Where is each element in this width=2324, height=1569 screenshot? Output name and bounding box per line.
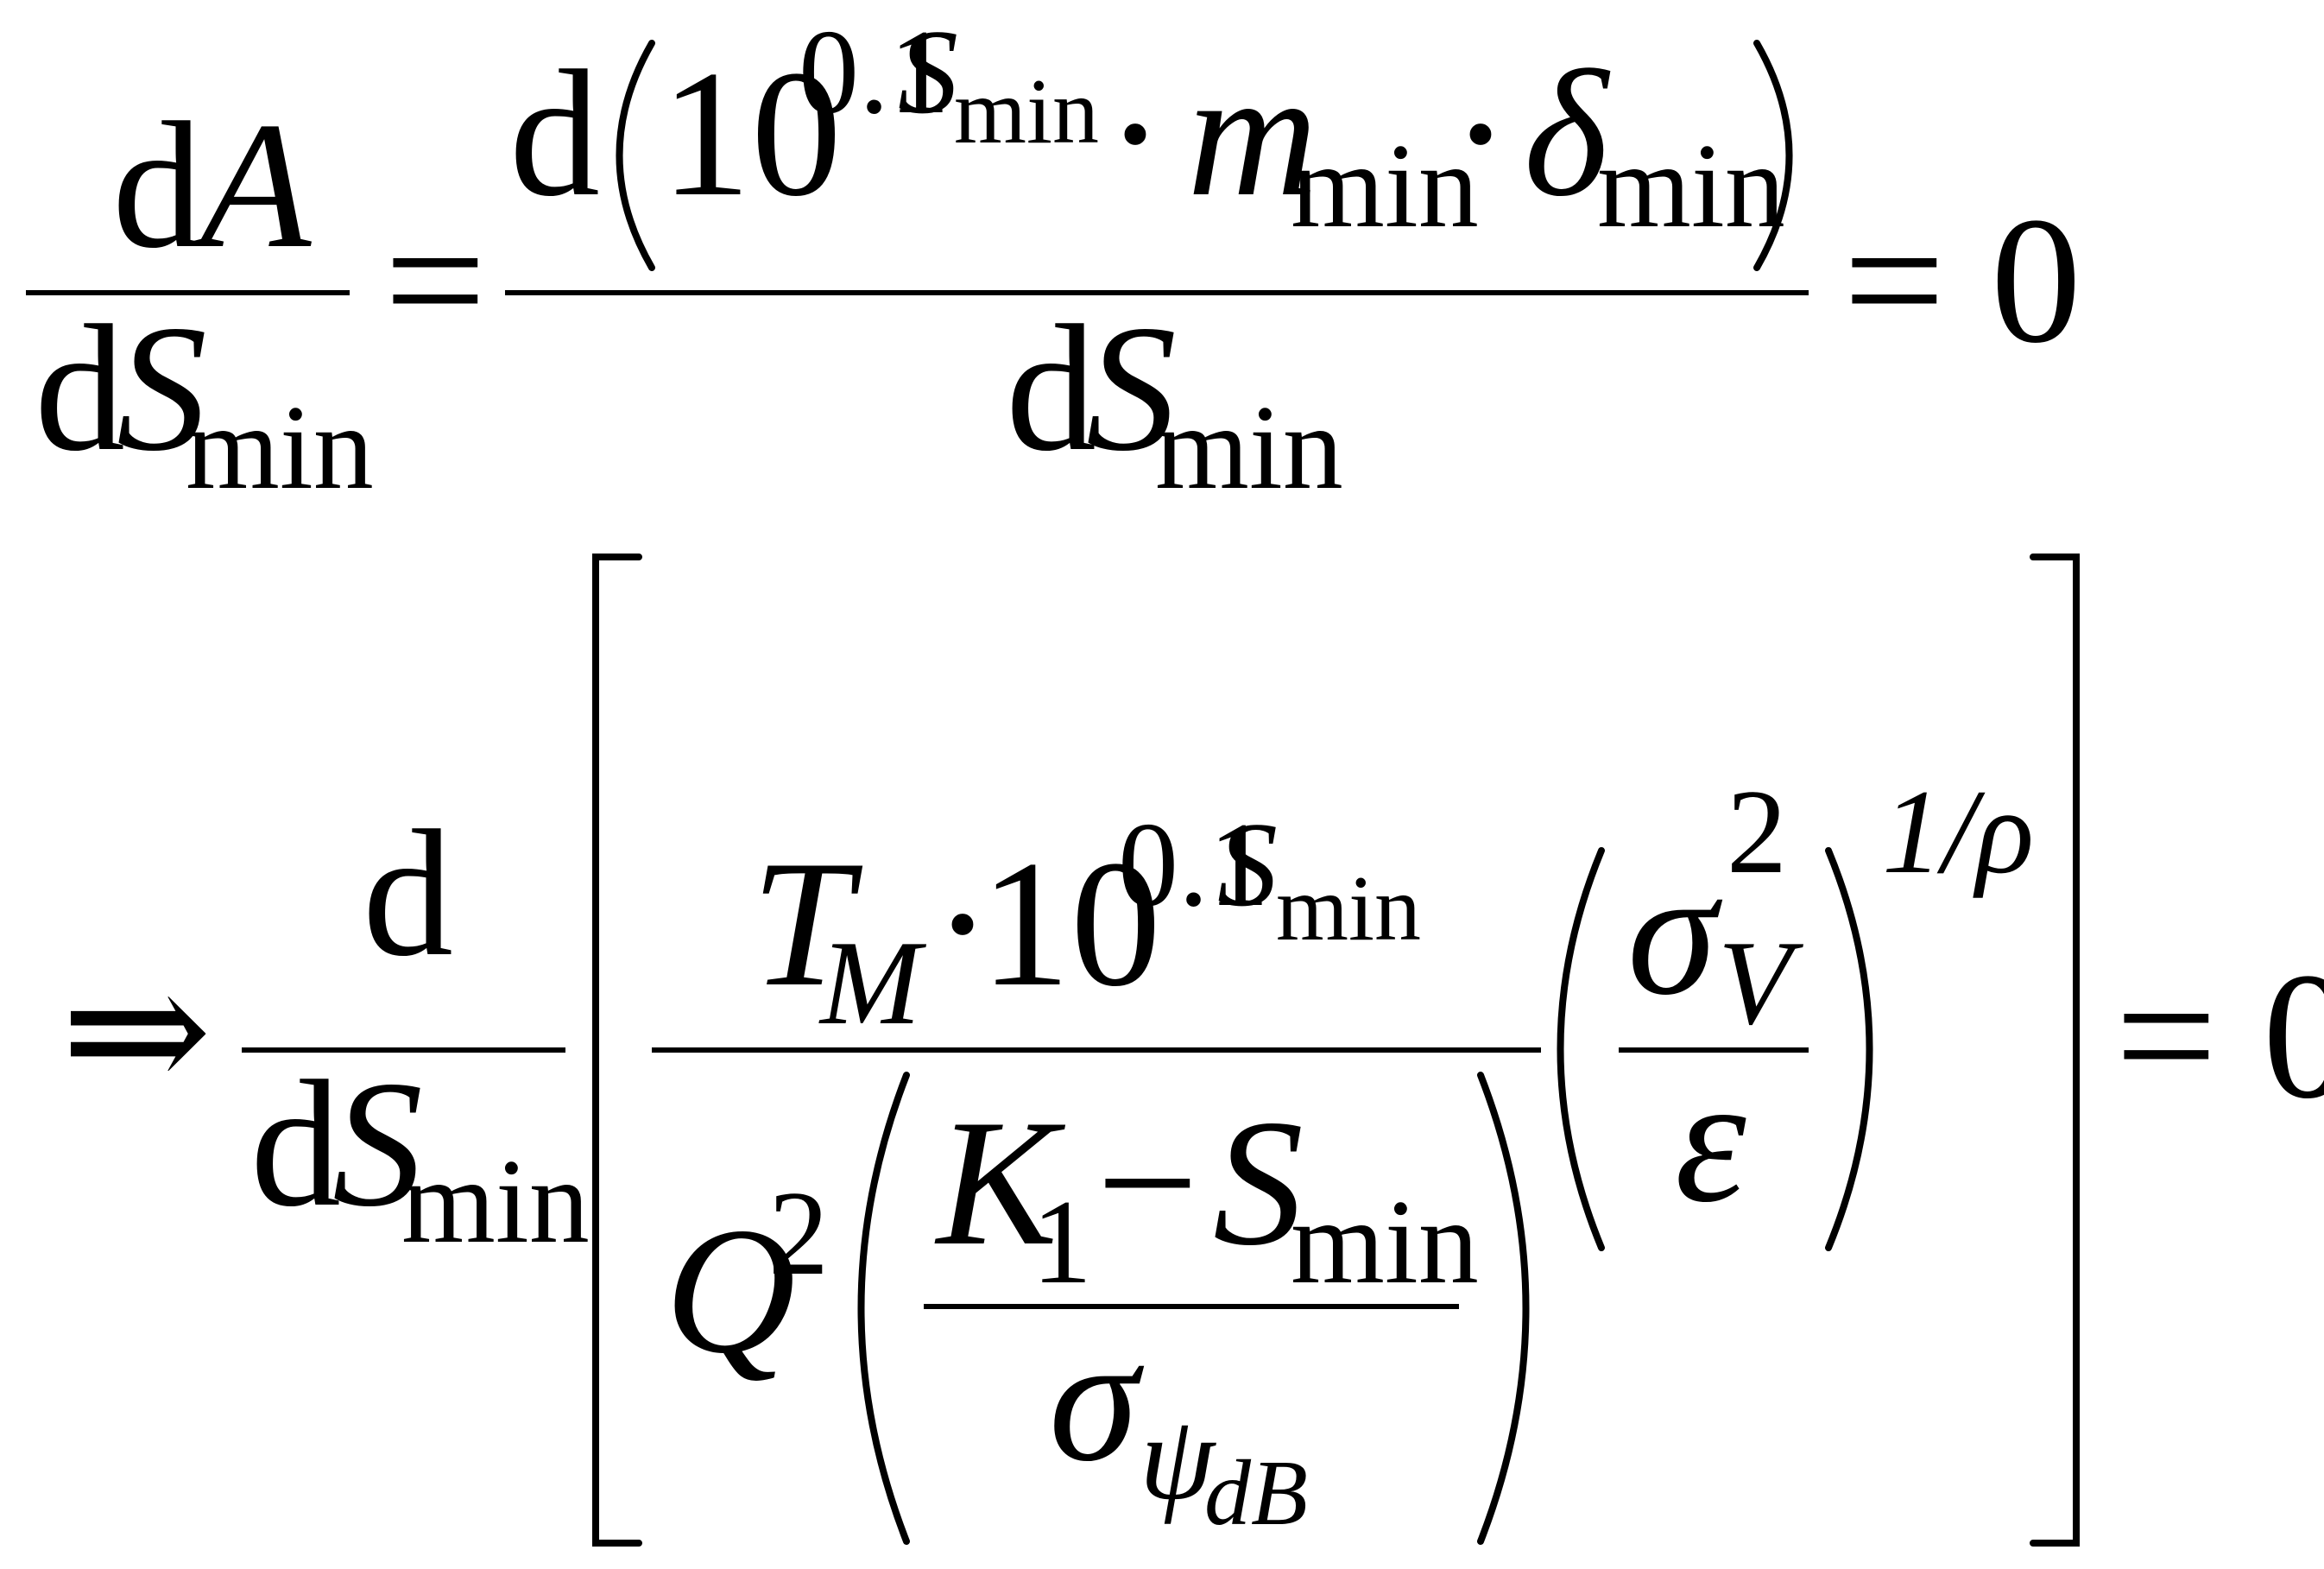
num-exp-sub: min	[1276, 857, 1421, 960]
left-square-bracket	[592, 554, 642, 1547]
op-den-sub: min	[401, 1135, 590, 1268]
den-right-paren	[1477, 1072, 1530, 1545]
lhs-fraction: d A d S min	[26, 85, 374, 515]
den-Q-pow: 2	[768, 1167, 829, 1300]
rhs-m-var: m	[1187, 34, 1318, 234]
ratio-sigma-sub: V	[1718, 916, 1803, 1050]
rhs-dot-1: ·	[1105, 34, 1165, 234]
den-psi-sub: dB	[1204, 1442, 1308, 1545]
lhs-den-var: S	[117, 288, 207, 489]
rhs-exp-var: S	[898, 5, 958, 139]
num-T-var: T	[751, 824, 863, 1024]
equals-sign: =	[384, 180, 486, 381]
rhs-delta-sub: min	[1597, 119, 1785, 253]
ratio-eps-var: ε	[1675, 1040, 1746, 1240]
rhs-right-paren	[1753, 40, 1793, 271]
den-S-sub: min	[1291, 1175, 1479, 1309]
ratio-outer-exp: 1/ρ	[1882, 765, 2034, 899]
equals-zero-1: = 0	[1843, 180, 2081, 381]
ratio-left-paren	[1557, 847, 1605, 1251]
den-S-var: S	[1213, 1083, 1304, 1283]
num-exp-coeff: 0.1	[1118, 798, 1269, 932]
rhs-den-d: d	[1006, 288, 1096, 489]
den-sigma-var: σ	[1049, 1299, 1145, 1499]
den-K-sub: 1	[1032, 1175, 1092, 1309]
ratio-sigma-pow: 2	[1727, 765, 1787, 899]
main-fraction: T M · 10 0.1 S min Q 2 K 1 − S min σ ψ d…	[652, 798, 1541, 1545]
equation-line-1: d A d S min = d 10 0.1 S min · m min · δ…	[26, 5, 2081, 515]
lhs-den-sub: min	[186, 381, 374, 515]
ratio-right-paren	[1825, 847, 1873, 1251]
den-inner-fraction: K 1 − S min σ ψ dB	[924, 1083, 1479, 1545]
rhs-num-d: d	[509, 34, 600, 234]
equation-line-2: ⇒ d d S min T M · 10 0.1 S min Q 2	[60, 554, 2324, 1547]
ratio-sigma-var: σ	[1627, 832, 1723, 1033]
implies-arrow: ⇒	[60, 932, 212, 1132]
num-exp-var: S	[1217, 798, 1278, 932]
lhs-den-d: d	[35, 288, 125, 489]
den-psi-var: ψ	[1140, 1391, 1216, 1525]
op-num-d: d	[363, 794, 453, 994]
right-square-bracket	[2030, 554, 2080, 1547]
den-K-var: K	[934, 1083, 1066, 1283]
rhs-den-sub: min	[1155, 381, 1343, 515]
num-T-sub: M	[818, 916, 927, 1050]
den-left-paren	[857, 1072, 910, 1545]
rhs-left-paren	[616, 40, 655, 271]
rhs-base: 10	[660, 34, 842, 234]
rhs-fraction: d 10 0.1 S min · m min · δ min d S min	[505, 5, 1809, 515]
num-base: 10	[980, 824, 1161, 1024]
op-den-var: S	[332, 1044, 423, 1244]
den-minus: −	[1096, 1083, 1198, 1283]
rhs-den-var: S	[1086, 288, 1177, 489]
rhs-dot-2: ·	[1450, 34, 1511, 234]
rhs-delta-var: δ	[1524, 34, 1611, 234]
rhs-m-sub: min	[1291, 119, 1479, 253]
equals-zero-2: = 0	[2115, 936, 2324, 1136]
ratio-term: σ 2 V ε 1/ρ	[1557, 765, 2034, 1251]
derivative-operator: d d S min	[242, 794, 590, 1268]
den-Q-var: Q	[665, 1191, 796, 1391]
op-den-d: d	[250, 1044, 341, 1244]
lhs-num-var: A	[190, 85, 312, 286]
rhs-exp-sub: min	[954, 60, 1099, 163]
rhs-exp-coeff: 0.1	[799, 5, 950, 139]
lhs-num-d: d	[112, 85, 203, 286]
num-dot: ·	[932, 824, 993, 1024]
